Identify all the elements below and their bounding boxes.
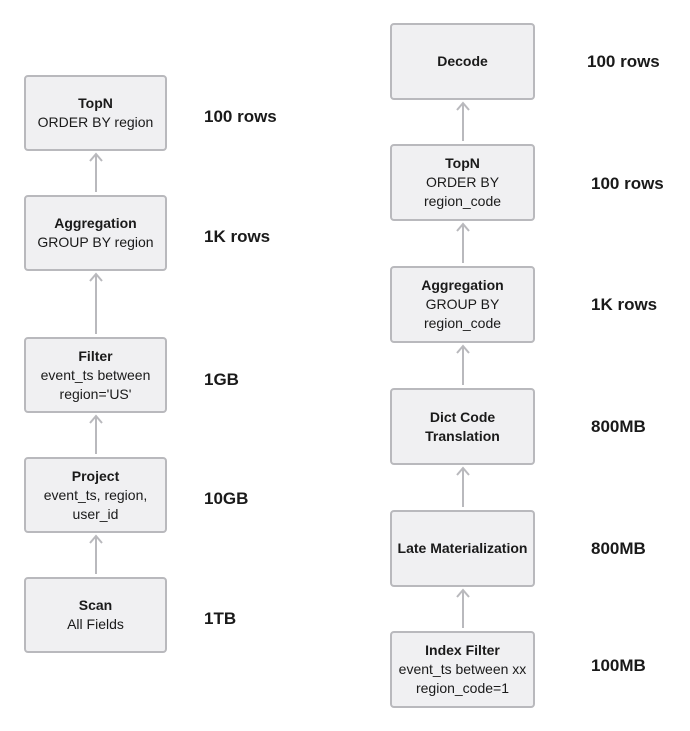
right-arrow-aggregation-to-topn [456,222,470,263]
node-title: Aggregation [421,277,504,293]
node-subtitle: event_ts between xx region_code=1 [398,661,527,696]
node-subtitle: event_ts between region='US' [40,366,151,402]
left-metric-aggregation: 1K rows [204,227,271,246]
node-subtitle: All Fields [67,616,124,632]
node-subtitle: ORDER BY region_code [423,174,502,209]
node-subtitle: GROUP BY region [37,234,154,250]
left-node-topn: TopN ORDER BY region [24,75,167,151]
left-metric-topn: 100 rows [204,107,277,126]
left-node-filter: Filter event_ts between region='US' [24,337,167,413]
left-arrow-aggregation-to-topn [89,152,103,192]
node-title: Dict Code Translation [425,408,500,444]
right-node-topn: TopN ORDER BY region_code [390,144,535,221]
left-metric-scan: 1TB [204,609,237,628]
right-node-late-materialization: Late Materialization [390,510,535,587]
right-node-index-filter: Index Filter event_ts between xx region_… [390,631,535,708]
right-metric-aggregation: 1K rows [591,295,658,314]
left-node-project: Project event_ts, region, user_id [24,457,167,533]
left-metric-filter: 1GB [204,370,239,389]
right-node-dict-code-translation: Dict Code Translation [390,388,535,465]
left-arrow-filter-to-aggregation [89,272,103,334]
node-subtitle: event_ts, region, user_id [43,486,148,522]
right-arrow-dict-to-aggregation [456,344,470,385]
node-title: Decode [437,53,488,69]
right-arrow-late-to-dict [456,466,470,507]
left-arrow-scan-to-project [89,534,103,574]
right-node-decode: Decode [390,23,535,100]
node-title: Late Materialization [397,540,528,556]
node-subtitle: ORDER BY region [37,114,154,130]
right-metric-dict-code-translation: 800MB [591,417,646,436]
right-metric-index-filter: 100MB [591,656,646,675]
right-metric-decode: 100 rows [587,52,660,71]
left-metric-project: 10GB [204,489,249,508]
left-arrow-project-to-filter [89,414,103,454]
right-metric-late-materialization: 800MB [591,539,646,558]
right-node-aggregation: Aggregation GROUP BY region_code [390,266,535,343]
node-subtitle: GROUP BY region_code [423,296,502,331]
right-metric-topn: 100 rows [591,174,664,193]
right-arrow-index-to-late [456,588,470,628]
node-title: TopN [445,155,480,171]
left-node-aggregation: Aggregation GROUP BY region [24,195,167,271]
right-arrow-topn-to-decode [456,101,470,141]
node-title: Scan [78,597,113,613]
node-title: TopN [78,95,113,111]
node-title: Project [71,467,120,484]
left-node-scan: Scan All Fields [24,577,167,653]
node-title: Index Filter [425,642,500,658]
node-title: Aggregation [54,215,137,231]
node-title: Filter [78,347,113,364]
